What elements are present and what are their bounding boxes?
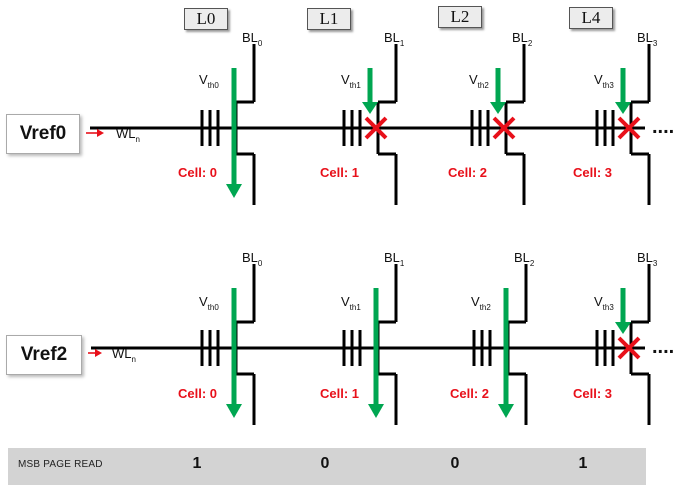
cell-label: Cell: 1 — [320, 386, 359, 401]
vth-label: Vth2 — [469, 72, 489, 90]
blocked-arrow-head — [490, 102, 506, 114]
blocked-arrow-head — [615, 322, 631, 334]
block-x-mark — [492, 116, 516, 140]
blocked-arrow-head — [615, 102, 631, 114]
conduct-arrow-head — [226, 184, 242, 198]
msb-value-2: 0 — [450, 455, 460, 472]
cell-label: Cell: 0 — [178, 165, 217, 180]
bitline-label: BL1 — [384, 250, 405, 268]
continuation-dots: .... — [652, 116, 674, 138]
conduct-arrow-head — [498, 404, 514, 418]
bitline-label: BL2 — [512, 30, 533, 48]
vref2-box: Vref2 — [6, 335, 82, 375]
cell-label: Cell: 3 — [573, 386, 612, 401]
vth-label: Vth3 — [594, 294, 614, 312]
vref-arrow-head — [95, 349, 102, 357]
cell-label: Cell: 0 — [178, 386, 217, 401]
block-x-mark — [617, 336, 641, 360]
msb-value-0: 1 — [192, 455, 202, 472]
msb-value-3: 1 — [578, 455, 588, 472]
level-box-0: L0 — [184, 8, 228, 30]
cell-label: Cell: 2 — [450, 386, 489, 401]
msb-page-read-label: MSB PAGE READ — [18, 459, 103, 470]
conduct-arrow-head — [368, 404, 384, 418]
wordline-label: WLn — [112, 346, 136, 364]
vth-label: Vth3 — [594, 72, 614, 90]
msb-page-read-bar — [8, 448, 646, 485]
bitline-label: BL3 — [637, 30, 658, 48]
level-box-1: L1 — [307, 8, 351, 30]
cell-label: Cell: 1 — [320, 165, 359, 180]
cell-label: Cell: 2 — [448, 165, 487, 180]
bitline-label: BL0 — [242, 30, 263, 48]
bitline-label: BL2 — [514, 250, 535, 268]
level-box-2: L2 — [438, 6, 482, 28]
vth-label: Vth1 — [341, 72, 361, 90]
vref-arrow-head — [97, 129, 104, 137]
wordline-label: WLn — [116, 126, 140, 144]
level-box-3: L4 — [569, 7, 613, 29]
bitline-label: BL0 — [242, 250, 263, 268]
vth-label: Vth0 — [199, 294, 219, 312]
vth-label: Vth0 — [199, 72, 219, 90]
vth-label: Vth2 — [471, 294, 491, 312]
vref0-box: Vref0 — [6, 114, 80, 154]
vth-label: Vth1 — [341, 294, 361, 312]
conduct-arrow-head — [226, 404, 242, 418]
bitline-label: BL1 — [384, 30, 405, 48]
cell-label: Cell: 3 — [573, 165, 612, 180]
msb-value-1: 0 — [320, 455, 330, 472]
bitline-label: BL3 — [637, 250, 658, 268]
block-x-mark — [364, 116, 388, 140]
blocked-arrow-head — [362, 102, 378, 114]
block-x-mark — [617, 116, 641, 140]
continuation-dots: .... — [652, 336, 674, 358]
